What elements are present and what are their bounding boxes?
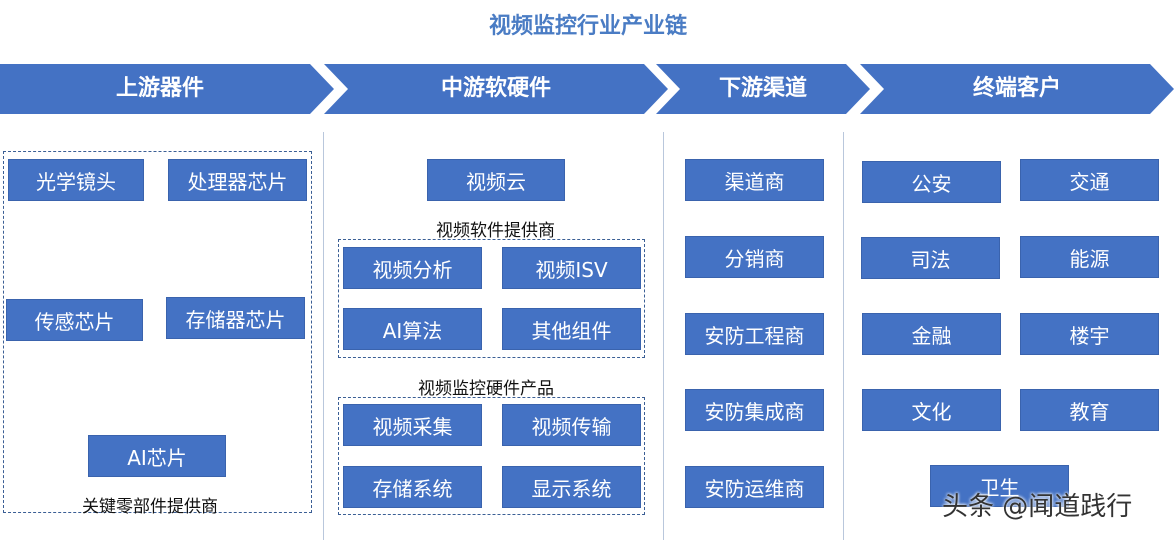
downstream-item-security-engineer: 安防工程商	[685, 313, 824, 355]
hardware-item-display-system: 显示系统	[502, 466, 641, 508]
software-provider-label: 视频软件提供商	[436, 221, 555, 241]
stage-label: 上游器件	[115, 76, 204, 101]
column-divider	[843, 132, 844, 540]
key-components-label: 关键零部件提供商	[82, 497, 218, 517]
downstream-item-security-integrator: 安防集成商	[685, 389, 824, 431]
stage-downstream: 下游渠道	[656, 64, 870, 114]
terminal-item-energy: 能源	[1020, 236, 1159, 278]
terminal-item-finance: 金融	[862, 313, 1001, 355]
stage-arrow-shape	[324, 64, 668, 114]
terminal-item-police: 公安	[862, 161, 1001, 203]
hardware-item-video-transmission: 视频传输	[502, 404, 641, 446]
stage-arrow-shape	[860, 64, 1174, 114]
software-item-video-analysis: 视频分析	[343, 247, 482, 289]
software-item-video-isv: 视频ISV	[502, 247, 641, 289]
terminal-item-building: 楼宇	[1020, 313, 1159, 355]
software-provider-group	[338, 239, 645, 358]
stage-arrow-shape	[656, 64, 870, 114]
diagram-title: 视频监控行业产业链	[488, 14, 687, 39]
key-components-group	[3, 151, 312, 513]
column-divider	[323, 132, 324, 540]
hardware-item-storage-system: 存储系统	[343, 466, 482, 508]
stage-label: 中游软硬件	[440, 76, 551, 101]
upstream-item-memory-chip: 存储器芯片	[166, 297, 305, 339]
stage-label: 下游渠道	[718, 76, 807, 101]
software-item-ai-algorithm: AI算法	[343, 308, 482, 350]
watermark: 头条 @闻道践行	[942, 492, 1133, 522]
stage-label: 终端客户	[972, 76, 1061, 101]
hardware-item-video-capture: 视频采集	[343, 404, 482, 446]
terminal-item-education: 教育	[1020, 389, 1159, 431]
terminal-item-culture: 文化	[862, 389, 1001, 431]
upstream-item-optical-lens: 光学镜头	[8, 159, 144, 201]
stage-arrow-shape	[0, 64, 334, 114]
hardware-product-label: 视频监控硬件产品	[418, 379, 554, 399]
upstream-item-ai-chip: AI芯片	[88, 435, 226, 477]
stage-upstream: 上游器件	[0, 64, 334, 114]
upstream-item-sensor-chip: 传感芯片	[6, 299, 143, 341]
terminal-item-health: 卫生	[930, 465, 1069, 507]
terminal-item-traffic: 交通	[1020, 159, 1159, 201]
midstream-video-cloud: 视频云	[427, 159, 565, 201]
upstream-item-processor-chip: 处理器芯片	[168, 159, 307, 201]
stage-midstream: 中游软硬件	[324, 64, 668, 114]
downstream-item-channel-dealer: 渠道商	[685, 159, 824, 201]
hardware-product-group	[338, 397, 645, 515]
stage-terminal: 终端客户	[860, 64, 1174, 114]
downstream-item-distributor: 分销商	[685, 236, 824, 278]
terminal-item-justice: 司法	[861, 237, 1000, 279]
downstream-item-security-operator: 安防运维商	[685, 466, 824, 508]
software-item-other-components: 其他组件	[502, 308, 641, 350]
column-divider	[663, 132, 664, 540]
